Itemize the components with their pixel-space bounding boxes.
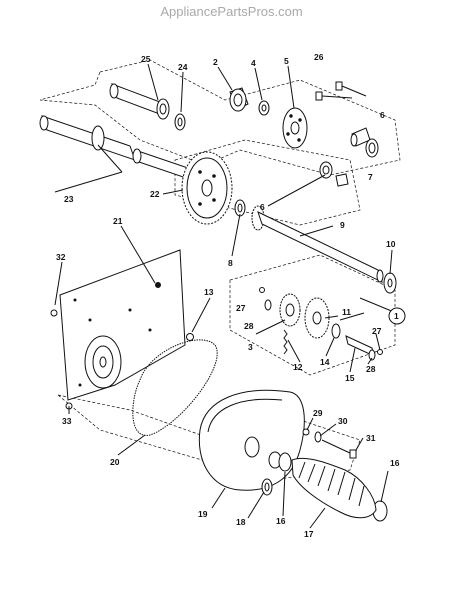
- part-washer-8: [234, 199, 246, 217]
- part-gear-3: [279, 293, 301, 327]
- callout: 24: [178, 62, 188, 72]
- callout: 15: [345, 373, 355, 383]
- callout: 8: [228, 258, 233, 268]
- part-shaft-25: [109, 83, 170, 120]
- lower-shaft-group-outline: [174, 139, 361, 226]
- callout: 16: [390, 458, 400, 468]
- part-large-gear-22: [181, 151, 233, 225]
- callout: 16: [276, 516, 286, 526]
- callout: 28: [366, 364, 376, 374]
- callout: 5: [284, 56, 289, 66]
- callout: 25: [141, 54, 151, 64]
- callout: 33: [62, 416, 72, 426]
- part-cover-19: [198, 389, 305, 491]
- part-bushing-24: [174, 113, 186, 131]
- part-screw-32: [50, 309, 58, 317]
- part-shaft-23: [39, 115, 193, 181]
- part-washer-27a: [259, 287, 265, 293]
- callout: 11: [342, 307, 351, 317]
- sprocket-group-outline: [229, 254, 396, 376]
- callout: 4: [251, 58, 256, 68]
- part-boot-17: [291, 457, 377, 519]
- callout: 30: [338, 416, 348, 426]
- part-washer-14: [331, 323, 341, 339]
- part-washer-4: [258, 100, 270, 116]
- callout: 26: [314, 52, 324, 62]
- part-nut-13: [186, 333, 194, 341]
- leader-lines: [54, 63, 395, 529]
- callout: 27: [236, 303, 246, 313]
- callout: 22: [150, 189, 160, 199]
- part-washer-28a: [264, 299, 272, 311]
- callout: 12: [293, 362, 303, 372]
- callout: 19: [198, 509, 208, 519]
- callout-numbers: 25 24 2 4 5 26 6 23 22 7 6 9 8 21 32 10 …: [56, 52, 400, 539]
- part-bolts-26: [315, 81, 367, 101]
- callout: 2: [213, 57, 218, 67]
- callout: 27: [372, 326, 382, 336]
- part-nut-29: [302, 428, 310, 436]
- callout: 7: [368, 172, 373, 182]
- callout: 10: [386, 239, 396, 249]
- callout: 3: [248, 342, 253, 352]
- callout: 9: [340, 220, 345, 230]
- callout: 18: [236, 517, 246, 527]
- callout: 31: [366, 433, 376, 443]
- part-pin-6-lower: [335, 173, 349, 187]
- part-bearing-2: [229, 87, 249, 112]
- part-washer-27b: [377, 349, 383, 355]
- watermark: AppliancePartsPros.com: [160, 4, 303, 19]
- part-chain-20: [132, 339, 218, 436]
- part-flange-5: [282, 107, 308, 149]
- upper-shaft-group-outline: [39, 59, 401, 176]
- callout: 23: [64, 194, 74, 204]
- callout: 1: [394, 311, 399, 321]
- part-washer-18: [261, 478, 273, 496]
- assembly-reference-circle: [388, 307, 406, 325]
- callout: 14: [320, 357, 330, 367]
- callout: 21: [113, 216, 123, 226]
- part-washer-30: [314, 431, 322, 443]
- callout: 20: [110, 457, 120, 467]
- part-pin-6-upper: [350, 127, 371, 147]
- callout: 28: [244, 321, 254, 331]
- callout: 17: [304, 529, 314, 539]
- part-clamp-16a: [278, 452, 292, 472]
- part-spring-12: [283, 329, 288, 355]
- callout: 6: [380, 110, 385, 120]
- callout: 32: [56, 252, 66, 262]
- callout: 29: [313, 408, 323, 418]
- part-bolt-31: [321, 439, 357, 459]
- part-plate-21: [59, 249, 186, 401]
- part-washer-10: [383, 272, 397, 294]
- part-shaft-9: [257, 211, 384, 283]
- part-gear-7a: [365, 138, 379, 158]
- callout: 6: [260, 202, 265, 212]
- part-sprocket-11: [304, 297, 330, 339]
- part-washer-28b: [368, 349, 376, 361]
- callout: 13: [204, 287, 214, 297]
- part-gear-7b: [319, 161, 333, 179]
